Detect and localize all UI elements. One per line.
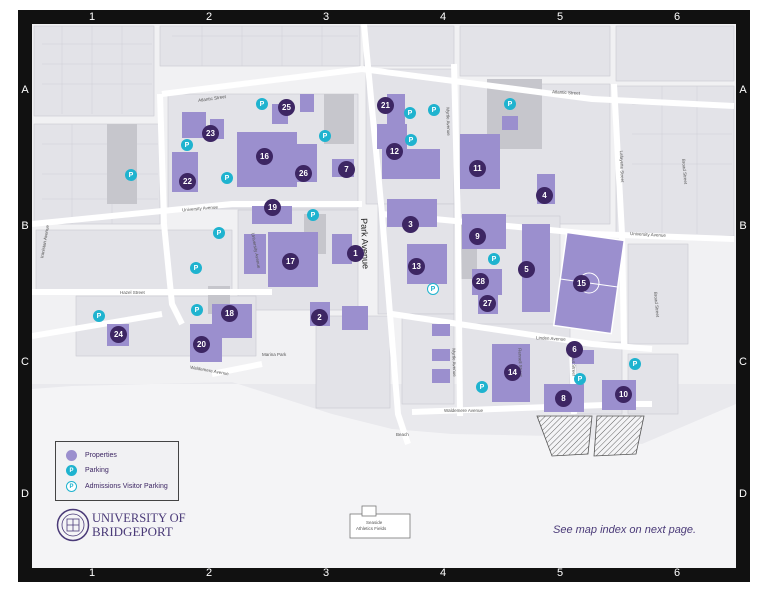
grid-col-1-bottom: 1: [88, 567, 96, 579]
property-swatch-icon: [66, 450, 77, 461]
grid-col-5-bottom: 5: [556, 567, 564, 579]
label-marina-park: Marina Park: [262, 352, 287, 357]
property-marker-1[interactable]: 1: [347, 245, 364, 262]
property-marker-17[interactable]: 17: [282, 253, 299, 270]
parking-marker[interactable]: P: [256, 98, 268, 110]
legend-row-parking: P Parking: [66, 465, 109, 476]
property-marker-15[interactable]: 15: [573, 275, 590, 292]
admissions-visitor-parking-marker[interactable]: P: [427, 283, 439, 295]
visitor-parking-swatch-icon: P: [66, 481, 77, 492]
parking-marker[interactable]: P: [190, 262, 202, 274]
property-marker-27[interactable]: 27: [479, 295, 496, 312]
grid-row-d-left: D: [21, 488, 29, 500]
property-marker-3[interactable]: 3: [402, 216, 419, 233]
property-marker-2[interactable]: 2: [311, 309, 328, 326]
parking-marker[interactable]: P: [125, 169, 137, 181]
property-marker-12[interactable]: 12: [386, 143, 403, 160]
grid-col-4-bottom: 4: [439, 567, 447, 579]
grid-row-b-right: B: [739, 220, 747, 232]
grid-col-2-top: 2: [205, 11, 213, 23]
parking-marker[interactable]: P: [213, 227, 225, 239]
property-marker-14[interactable]: 14: [504, 364, 521, 381]
street-park-avenue: Park Avenue: [359, 218, 371, 270]
property-marker-28[interactable]: 28: [472, 273, 489, 290]
grid-col-3-top: 3: [322, 11, 330, 23]
grid-row-c-left: C: [21, 356, 29, 368]
logo-text-line1: UNIVERSITY OF: [92, 511, 186, 525]
map-base-layer: [32, 24, 736, 568]
parking-marker[interactable]: P: [221, 172, 233, 184]
grid-col-6-top: 6: [673, 11, 681, 23]
street-myrtle-south: Myrtle Avenue: [451, 348, 458, 377]
grid-col-6-bottom: 6: [673, 567, 681, 579]
parking-marker[interactable]: P: [404, 107, 416, 119]
street-lafayette: Lafayette Street: [618, 150, 625, 183]
parking-marker[interactable]: P: [405, 134, 417, 146]
property-marker-5[interactable]: 5: [518, 261, 535, 278]
property-marker-10[interactable]: 10: [615, 386, 632, 403]
grid-row-a-right: A: [739, 84, 747, 96]
property-marker-13[interactable]: 13: [408, 258, 425, 275]
grid-col-3-bottom: 3: [322, 567, 330, 579]
grid-col-4-top: 4: [439, 11, 447, 23]
property-marker-22[interactable]: 22: [179, 173, 196, 190]
legend-row-visitor-parking: P Admissions Visitor Parking: [66, 481, 168, 492]
grid-row-d-right: D: [739, 488, 747, 500]
parking-marker[interactable]: P: [181, 139, 193, 151]
property-marker-4[interactable]: 4: [536, 187, 553, 204]
legend-row-properties: Properties: [66, 450, 117, 461]
property-marker-24[interactable]: 24: [110, 326, 127, 343]
property-marker-7[interactable]: 7: [338, 161, 355, 178]
parking-marker[interactable]: P: [307, 209, 319, 221]
property-marker-8[interactable]: 8: [555, 390, 572, 407]
parking-swatch-icon: P: [66, 465, 77, 476]
grid-row-b-left: B: [21, 220, 29, 232]
parking-marker[interactable]: P: [428, 104, 440, 116]
property-marker-19[interactable]: 19: [264, 199, 281, 216]
parking-marker[interactable]: P: [319, 130, 331, 142]
grid-col-2-bottom: 2: [205, 567, 213, 579]
parking-marker[interactable]: P: [93, 310, 105, 322]
property-marker-23[interactable]: 23: [202, 125, 219, 142]
map-legend: Properties P Parking P Admissions Visito…: [55, 441, 179, 501]
grid-row-c-right: C: [739, 356, 747, 368]
property-marker-6[interactable]: 6: [566, 341, 583, 358]
property-marker-20[interactable]: 20: [193, 336, 210, 353]
property-marker-11[interactable]: 11: [469, 160, 486, 177]
university-seal-logo: [56, 508, 90, 542]
street-waldemere-east: Waldemere Avenue: [444, 408, 484, 413]
grid-row-a-left: A: [21, 84, 29, 96]
logo-text-line2: BRIDGEPORT: [92, 524, 173, 539]
label-seaside: Seaside: [366, 520, 383, 525]
parking-marker[interactable]: P: [488, 253, 500, 265]
map-index-note: See map index on next page.: [553, 524, 697, 536]
property-marker-18[interactable]: 18: [221, 305, 238, 322]
grid-col-5-top: 5: [556, 11, 564, 23]
parking-marker[interactable]: P: [476, 381, 488, 393]
property-marker-9[interactable]: 9: [469, 228, 486, 245]
parking-marker[interactable]: P: [574, 373, 586, 385]
parking-marker[interactable]: P: [629, 358, 641, 370]
property-marker-21[interactable]: 21: [377, 97, 394, 114]
street-hazel: Hazel Street: [120, 290, 145, 295]
label-athletics-fields: Athletics Fields: [356, 526, 387, 531]
property-marker-26[interactable]: 26: [295, 165, 312, 182]
campus-map[interactable]: Park Avenue Atlantic Street Atlantic Str…: [32, 24, 736, 568]
parking-marker[interactable]: P: [191, 304, 203, 316]
grid-col-1-top: 1: [88, 11, 96, 23]
legend-label-visitor-parking: Admissions Visitor Parking: [85, 483, 168, 490]
property-marker-16[interactable]: 16: [256, 148, 273, 165]
legend-label-parking: Parking: [85, 467, 109, 474]
legend-label-properties: Properties: [85, 452, 117, 459]
property-marker-25[interactable]: 25: [278, 99, 295, 116]
label-beach: Beach: [396, 432, 409, 437]
street-myrtle-north: Myrtle Avenue: [445, 107, 452, 136]
parking-marker[interactable]: P: [504, 98, 516, 110]
